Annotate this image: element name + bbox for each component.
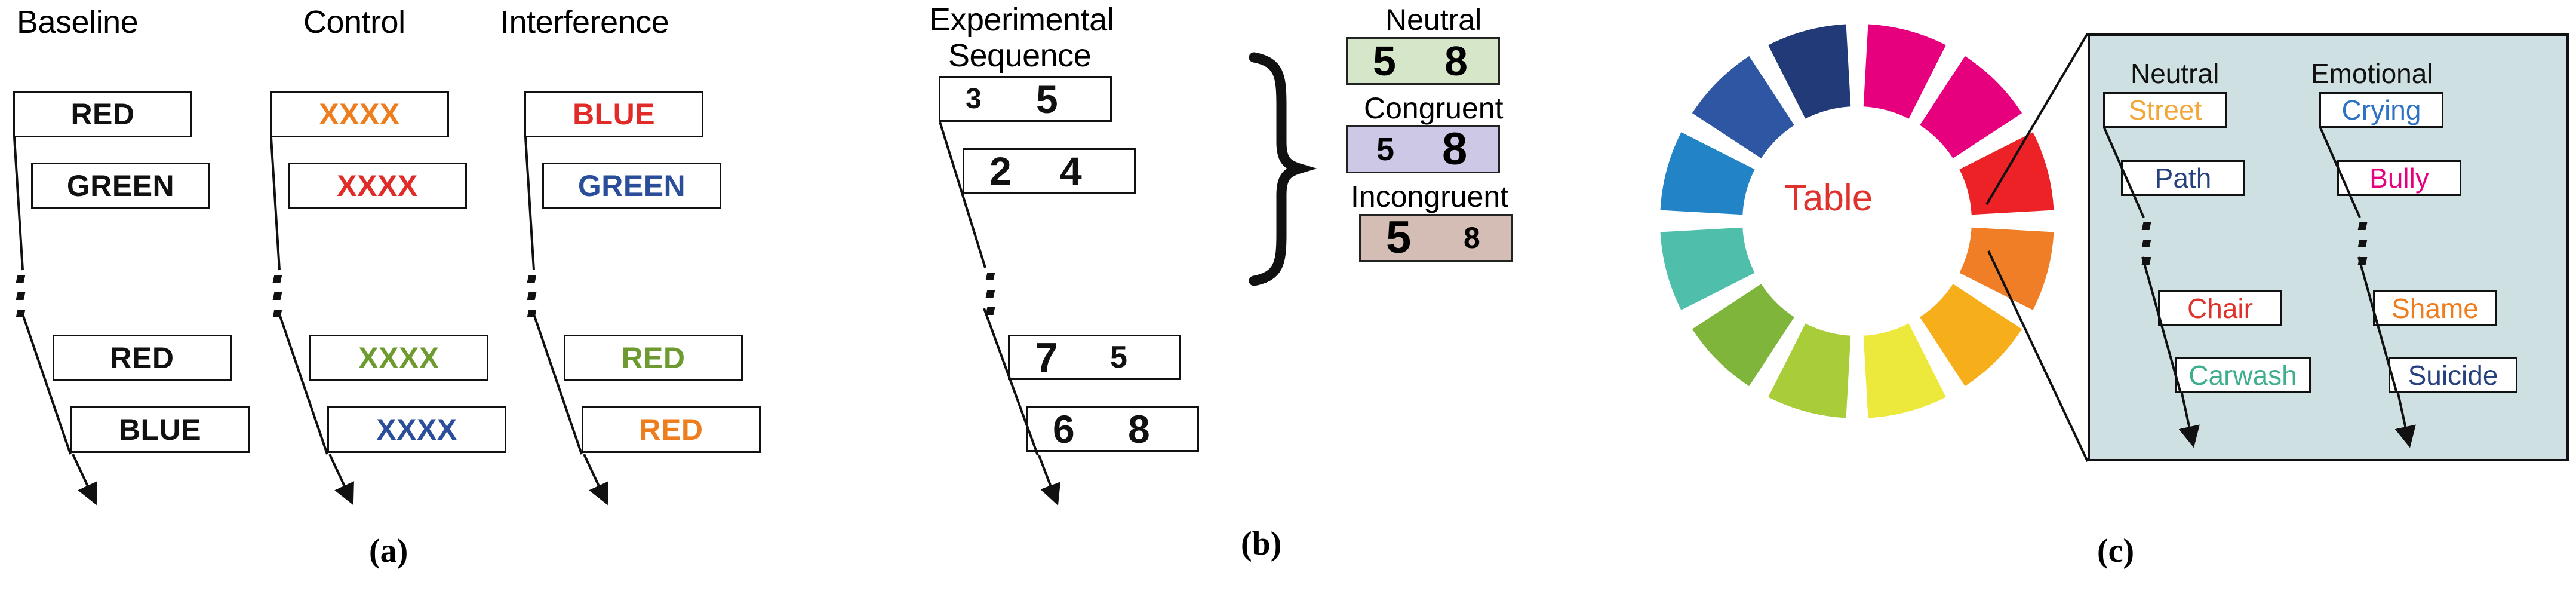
stimulus-word: XXXX (319, 97, 400, 131)
panel-a-column-header-baseline: Baseline (17, 4, 139, 40)
panel-c-column-header-neutral: Neutral (2131, 58, 2220, 89)
panel-b-sequence-box: 6 8 (1026, 406, 1199, 452)
color-wheel-segment (1768, 24, 1851, 119)
condition-digit-right: 8 (1464, 221, 1480, 255)
panel-c-word-box: Street (2103, 92, 2227, 128)
panel-b-condition-box-neutral: 5 8 (1346, 37, 1500, 85)
panel-label-c: (c) (2097, 532, 2135, 570)
panel-a-stimulus-box: RED (53, 335, 232, 381)
stimulus-word: BLUE (118, 413, 202, 446)
panel-a-stimulus-box: RED (13, 91, 192, 137)
panel-a-stimulus-box: BLUE (524, 91, 703, 137)
stimulus-word: RED (639, 413, 703, 446)
panel-b-sequence-title-line1: Experimental (929, 2, 1114, 38)
panel-label-a: (a) (369, 532, 408, 570)
stimulus-word: XXXX (358, 341, 439, 375)
panel-a-stimulus-box: RED (582, 406, 761, 453)
sequence-digit-right: 4 (1060, 149, 1082, 193)
stimulus-word: GREEN (577, 169, 686, 203)
word-label: Bully (2369, 163, 2429, 194)
panel-b-sequence-box: 2 4 (963, 148, 1136, 194)
sequence-digit-right: 5 (1110, 340, 1127, 375)
sequence-digit-left: 6 (1053, 407, 1075, 451)
panel-c-word-box: Path (2121, 160, 2245, 196)
panel-c-word-box: Crying (2319, 92, 2443, 128)
condition-digit-left: 5 (1373, 38, 1396, 84)
panel-c-word-box: Carwash (2175, 357, 2311, 393)
condition-digit-right: 8 (1444, 38, 1468, 84)
panel-b-condition-label-congruent: Congruent (1364, 91, 1504, 125)
color-wheel-segment (1768, 323, 1851, 418)
condition-digit-left: 5 (1386, 212, 1412, 263)
color-wheel-segment (1692, 284, 1794, 387)
sequence-digit-left: 3 (966, 83, 982, 115)
color-wheel-segment (1920, 56, 2022, 158)
stimulus-word: RED (70, 97, 135, 131)
panel-label-b: (b) (1241, 525, 1282, 562)
panel-c-word-box: Chair (2158, 290, 2282, 326)
word-label: Crying (2341, 94, 2421, 125)
word-label: Shame (2391, 293, 2479, 324)
condition-digit-right: 8 (1442, 124, 1468, 174)
panel-a-ellipsis (527, 275, 537, 327)
color-wheel-segment (1692, 56, 1794, 158)
color-wheel-center-word: Table (1784, 177, 1873, 219)
sequence-digit-right: 5 (1036, 77, 1058, 121)
sequence-digit-left: 7 (1035, 334, 1058, 381)
panel-c-word-box: Shame (2373, 290, 2497, 326)
sequence-digit-left: 2 (989, 149, 1012, 193)
panel-a-stimulus-box: XXXX (327, 406, 506, 453)
panel-b-curly-brace (1249, 52, 1317, 286)
panel-b-condition-box-incongruent: 5 8 (1359, 214, 1513, 262)
panel-a-ellipsis (272, 275, 282, 327)
word-label: Path (2154, 163, 2212, 194)
stimulus-word: RED (110, 341, 174, 375)
panel-a-stimulus-box: RED (564, 335, 743, 381)
panel-b-condition-label-neutral: Neutral (1385, 3, 1482, 36)
color-wheel-segment (1863, 24, 1946, 119)
panel-a-stimulus-box: BLUE (70, 406, 250, 453)
panel-b-sequence-box: 7 5 (1008, 335, 1181, 380)
stimulus-word: RED (621, 341, 686, 375)
stimulus-word: GREEN (66, 169, 175, 203)
word-label: Street (2128, 94, 2202, 125)
sequence-digit-right: 8 (1128, 407, 1150, 451)
panel-b-sequence-title-line2: Sequence (948, 38, 1092, 74)
word-label: Suicide (2408, 360, 2498, 391)
color-wheel-segment (1863, 323, 1946, 418)
color-wheel-segment (1920, 284, 2022, 387)
word-label: Chair (2187, 293, 2253, 324)
panel-c-word-box: Bully (2337, 160, 2461, 196)
stimulus-word: BLUE (572, 97, 656, 131)
panel-a-stimulus-box: GREEN (542, 163, 721, 209)
panel-a-column-header-control: Control (303, 4, 405, 40)
panel-b-condition-label-incongruent: Incongruent (1351, 180, 1509, 213)
word-label: Carwash (2188, 360, 2297, 391)
panel-a-ellipsis (16, 275, 26, 327)
stimulus-word: XXXX (376, 413, 457, 446)
panel-a-column-header-interference: Interference (500, 4, 669, 40)
panel-b-sequence-box: 3 5 (939, 76, 1112, 122)
panel-b-ellipsis (985, 273, 995, 324)
panel-a-stimulus-box: XXXX (270, 91, 449, 137)
panel-c-ellipsis (2141, 222, 2151, 274)
stimulus-word: XXXX (337, 169, 418, 203)
panel-a-stimulus-box: XXXX (309, 335, 488, 381)
panel-c-ellipsis (2357, 222, 2368, 274)
color-wheel-segment (1660, 227, 1755, 310)
panel-a-stimulus-box: GREEN (31, 163, 210, 209)
color-wheel-segment (1660, 132, 1755, 215)
condition-digit-left: 5 (1376, 131, 1395, 167)
panel-c-word-box: Suicide (2389, 357, 2517, 393)
panel-a-stimulus-box: XXXX (288, 163, 467, 209)
panel-b-condition-box-congruent: 5 8 (1346, 125, 1500, 173)
panel-c-column-header-emotional: Emotional (2311, 58, 2433, 89)
color-wheel (1660, 24, 2054, 418)
